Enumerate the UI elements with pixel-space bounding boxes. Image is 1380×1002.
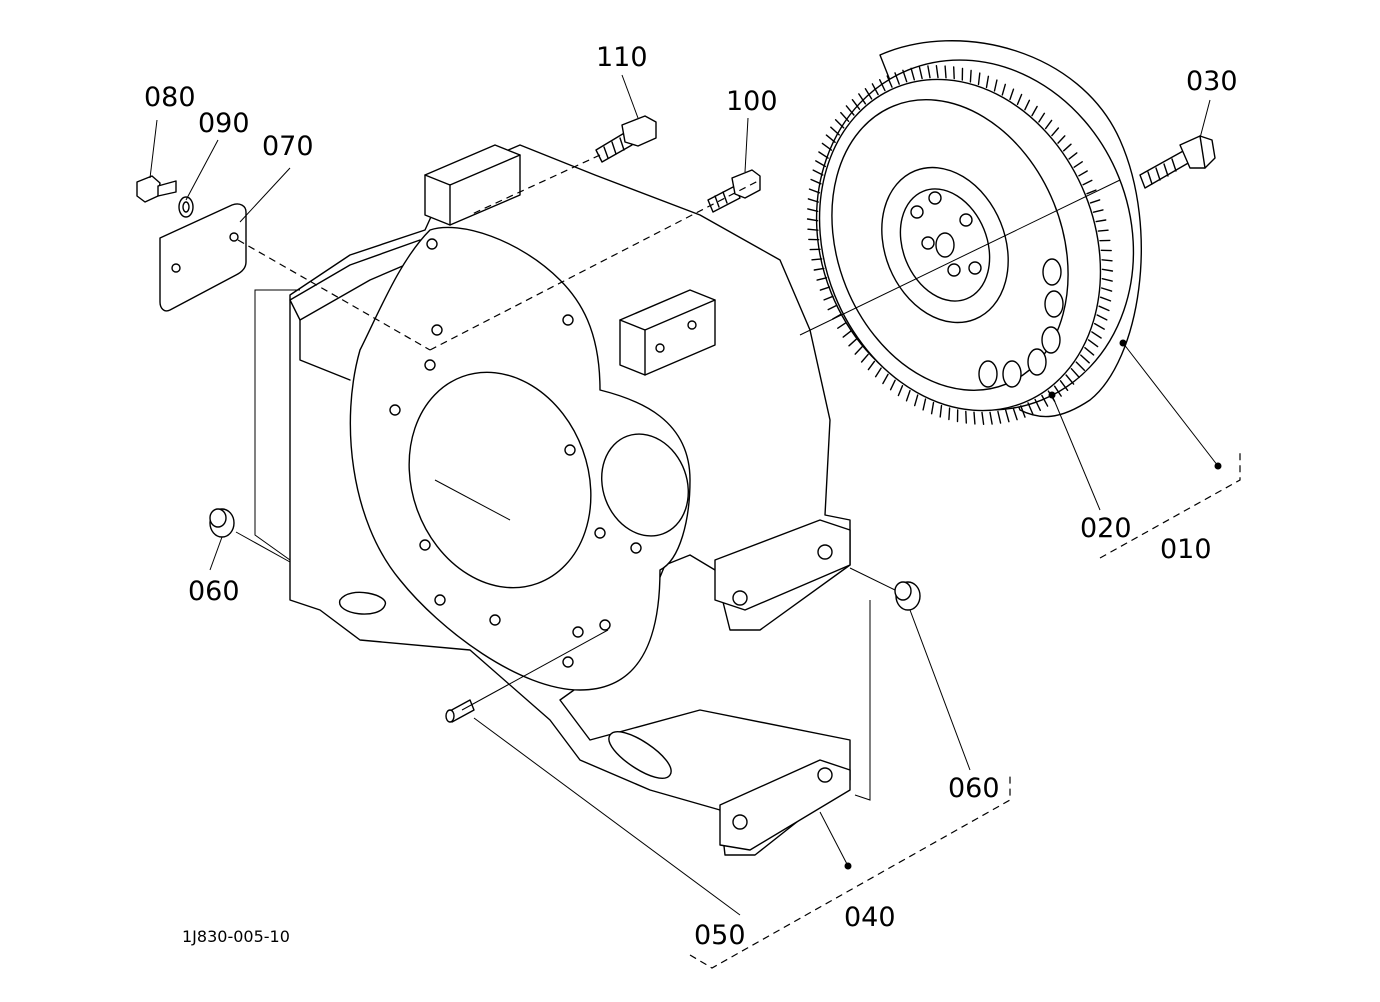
dowel-bushing-right (894, 581, 921, 611)
flywheel-bolt (1139, 135, 1216, 189)
cover-screw (136, 175, 177, 203)
callout-110: 110 (596, 42, 648, 73)
flywheel-housing (289, 144, 851, 856)
callout-090: 090 (198, 108, 250, 139)
stud-bolt-100 (707, 169, 761, 213)
callout-080: 080 (144, 82, 196, 113)
stud-bolt-110 (595, 115, 657, 163)
leader-lines (149, 74, 1241, 969)
flywheel-face (831, 99, 1069, 391)
callout-060-left: 060 (188, 576, 240, 607)
callout-020: 020 (1080, 513, 1132, 544)
callout-100: 100 (726, 86, 778, 117)
cover-plate (159, 203, 247, 312)
callout-070: 070 (262, 131, 314, 162)
callout-040: 040 (844, 902, 896, 933)
lock-washer (178, 196, 194, 218)
callout-050: 050 (694, 920, 746, 951)
callout-030: 030 (1186, 66, 1238, 97)
reference-dots (844, 339, 1222, 870)
callout-010: 010 (1160, 534, 1212, 565)
dowel-bushing-left (209, 508, 235, 538)
dowel-pin (445, 699, 475, 723)
drawing-code: 1J830-005-10 (182, 927, 290, 946)
callout-060-right: 060 (948, 773, 1000, 804)
